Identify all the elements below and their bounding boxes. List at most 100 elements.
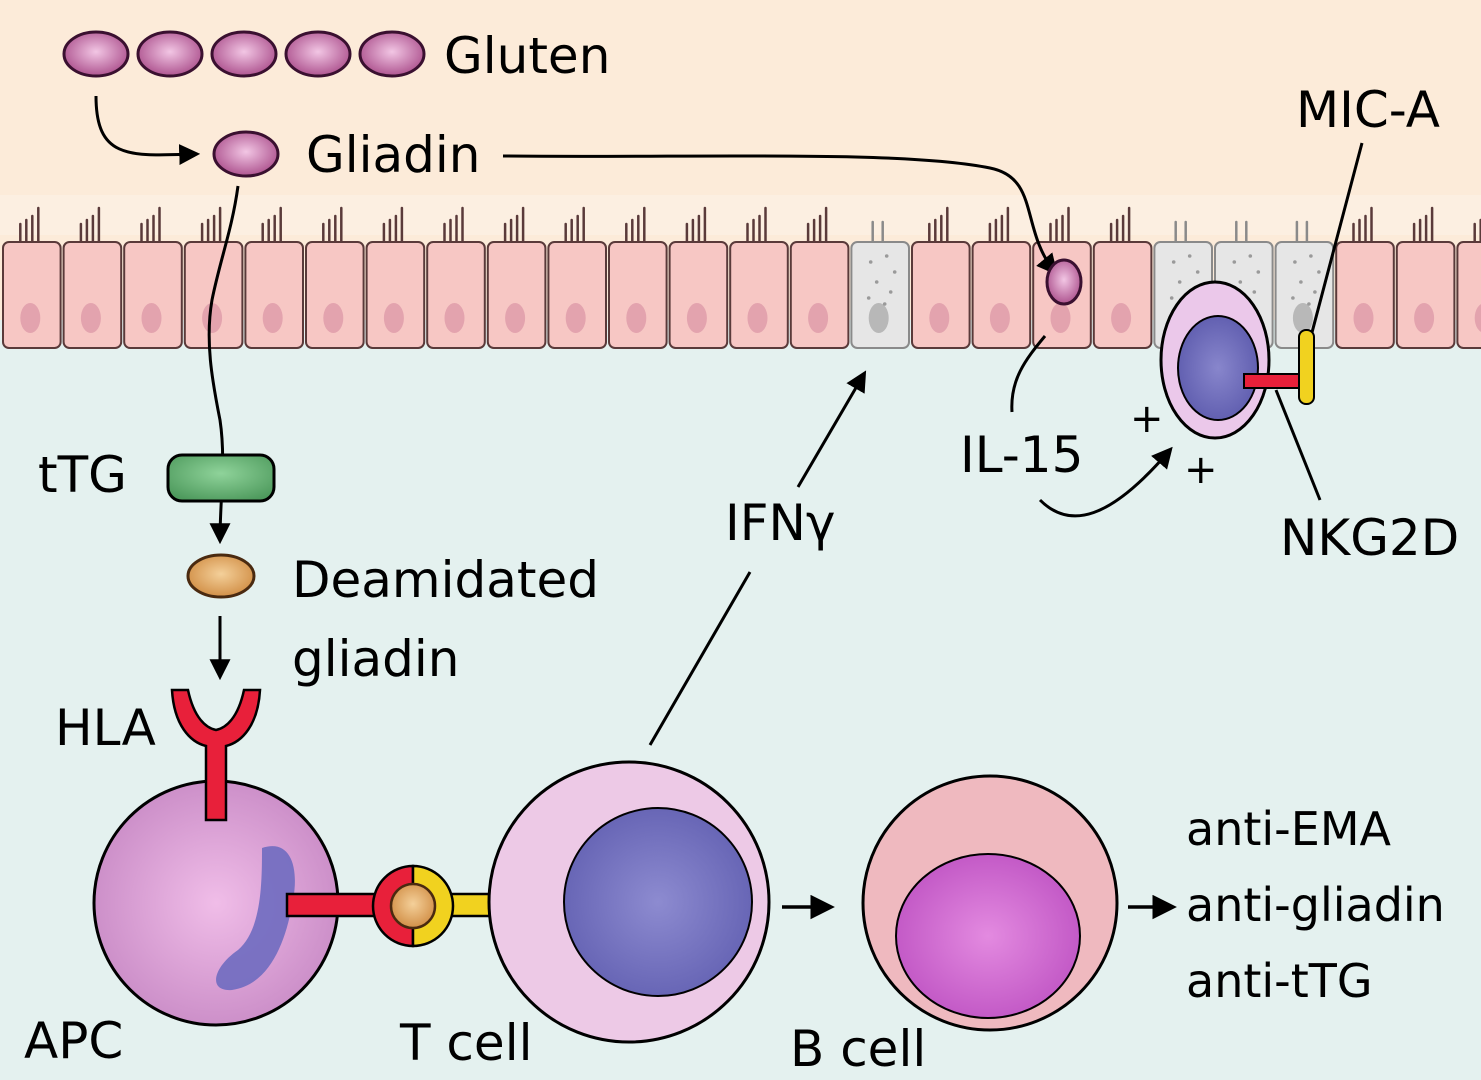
enterocyte-nucleus	[505, 303, 526, 333]
granule	[1299, 280, 1303, 284]
granule	[1195, 270, 1200, 274]
enterocyte	[486, 241, 547, 349]
granule	[1309, 254, 1313, 258]
iel-nucleus	[1177, 315, 1259, 421]
gluten-bead	[210, 30, 278, 78]
ttg-label: tTG	[38, 446, 127, 504]
enterocyte	[729, 241, 789, 349]
granule	[1232, 260, 1237, 264]
il15-activation-arrow	[1038, 446, 1173, 518]
enterocyte-nucleus	[262, 303, 283, 333]
enterocyte	[62, 241, 123, 349]
enterocyte-nucleus	[929, 303, 950, 333]
b-cell-label: B cell	[790, 1020, 926, 1078]
enterocyte	[123, 241, 183, 349]
enterocyte-nucleus	[20, 303, 41, 333]
enterocyte-nucleus	[626, 303, 647, 333]
mic-a-ligand	[1298, 329, 1315, 405]
enterocyte	[789, 241, 850, 349]
enterocyte	[608, 241, 668, 349]
granule	[882, 302, 887, 306]
enterocyte	[971, 241, 1032, 349]
plus-sign-upper: +	[1130, 396, 1164, 442]
brush-border-zone	[0, 195, 1481, 235]
enterocyte-nucleus	[323, 303, 344, 333]
enterocyte-nucleus	[868, 303, 889, 333]
ifn-release-line	[648, 571, 752, 746]
internalized-gliadin	[1045, 258, 1083, 306]
granule	[1171, 260, 1176, 264]
gliadin-bead	[212, 130, 280, 178]
enterocyte-nucleus	[565, 303, 586, 333]
enterocyte-nucleus	[80, 303, 101, 333]
enterocyte	[426, 241, 486, 349]
granule	[1317, 270, 1321, 274]
nkg2d-pointer	[1274, 389, 1322, 501]
b-cell-nucleus	[895, 853, 1081, 1019]
deamidated-gliadin-bead	[186, 553, 256, 599]
gluten-bead	[358, 30, 426, 78]
enterocyte-nucleus	[1414, 303, 1435, 333]
granule	[1291, 296, 1295, 300]
granule	[1313, 290, 1317, 294]
gluten-bead	[136, 30, 204, 78]
enterocyte	[1335, 241, 1395, 349]
gluten-bead	[284, 30, 352, 78]
mic-a-label: MIC-A	[1296, 81, 1440, 139]
enterocyte	[1092, 241, 1153, 349]
gluten-label: Gluten	[444, 27, 610, 85]
granule	[892, 270, 897, 274]
granule	[1187, 254, 1192, 258]
granule	[868, 260, 873, 264]
enterocyte	[244, 241, 304, 349]
epithelial-layer	[2, 206, 1481, 349]
enterocyte	[547, 241, 608, 349]
hla-arm	[285, 892, 384, 918]
enterocyte-nucleus	[1050, 303, 1071, 333]
enterocyte-nucleus	[1292, 303, 1313, 333]
granule	[1252, 290, 1257, 294]
apc-label: APC	[24, 1012, 123, 1070]
enterocyte	[2, 241, 62, 349]
granule	[1307, 302, 1311, 306]
granule	[884, 254, 889, 258]
gluten-to-gliadin-arrow	[94, 95, 201, 166]
enterocyte	[365, 241, 426, 349]
granule	[1177, 280, 1182, 284]
enterocyte-nucleus	[141, 303, 162, 333]
granule	[1293, 260, 1297, 264]
antibody-label: anti-EMA	[1186, 802, 1392, 856]
gliadin-label: Gliadin	[306, 126, 481, 184]
granule	[866, 296, 871, 300]
enterocyte-nucleus	[808, 303, 829, 333]
hla-receptor	[170, 688, 262, 822]
enterocyte	[668, 241, 729, 349]
plus-sign-lower: +	[1184, 447, 1218, 493]
enterocyte-nucleus	[1353, 303, 1374, 333]
enterocyte	[305, 241, 365, 349]
antibody-label: anti-tTG	[1186, 954, 1373, 1008]
apc-nucleus	[216, 846, 295, 991]
hla-label: HLA	[55, 699, 156, 757]
nkg2d-label: NKG2D	[1280, 509, 1459, 567]
mic-a-pointer	[1308, 142, 1364, 341]
gluten-bead	[62, 30, 130, 78]
ifn-gamma-label: IFNγ	[725, 494, 836, 552]
enterocyte	[911, 241, 971, 349]
enterocyte-nucleus	[1474, 304, 1481, 332]
damaged-enterocyte	[850, 241, 911, 349]
t-cell-nucleus	[563, 807, 753, 997]
granule	[874, 280, 879, 284]
enterocyte-nucleus	[1111, 303, 1132, 333]
ifn-to-epithelium-arrow	[796, 370, 867, 488]
antibody-label: anti-gliadin	[1186, 878, 1445, 932]
enterocyte-nucleus	[686, 303, 707, 333]
enterocyte	[1395, 241, 1456, 349]
enterocyte-nucleus	[747, 303, 768, 333]
granule	[1169, 296, 1174, 300]
il15-label: IL-15	[960, 426, 1083, 484]
t-cell-label: T cell	[399, 1014, 532, 1072]
deamidated-label-line1: Deamidated	[292, 551, 599, 609]
